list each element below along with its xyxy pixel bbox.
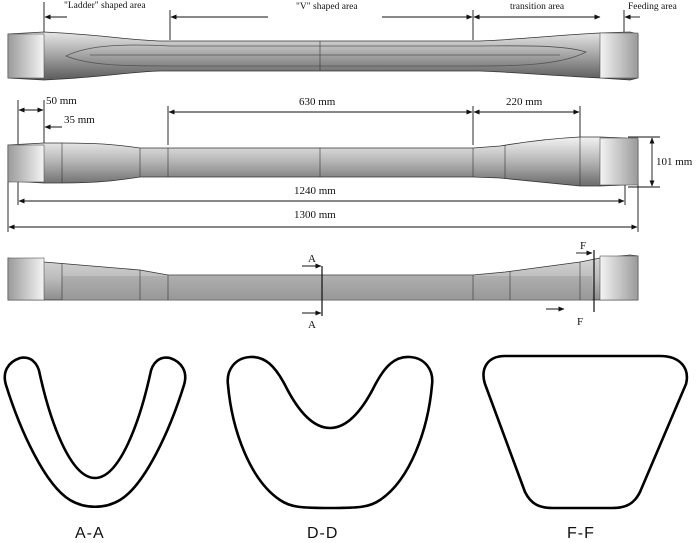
section-ff: F-F (482, 354, 689, 542)
front-left-end (7, 144, 45, 183)
cut-f-label-top: F (580, 240, 586, 252)
top-view: "Ladder" shaped area "V" shaped area tra… (7, 1, 678, 81)
section-dd: D-D (226, 355, 434, 542)
label-transition-area: transition area (510, 2, 565, 12)
dim-220-label: 220 mm (506, 96, 543, 108)
side-view: A A F F (7, 240, 639, 331)
top-tube-body (7, 31, 639, 81)
section-aa: A-A (3, 356, 187, 542)
front-view: 50 mm 35 mm 630 mm 220 mm 101 mm 1240 mm… (7, 95, 693, 232)
dim-101-label: 101 mm (656, 156, 693, 168)
section-ff-outer (482, 354, 689, 510)
top-right-end (599, 32, 639, 79)
dim-50-label: 50 mm (46, 95, 77, 107)
section-ff-label: F-F (567, 525, 595, 542)
section-dd-outer (226, 355, 434, 510)
top-v-groove (65, 44, 588, 67)
dim-1240-label: 1240 mm (294, 185, 336, 197)
section-aa-label: A-A (75, 525, 105, 542)
section-aa-outer (3, 356, 187, 509)
side-left-end (7, 257, 45, 301)
label-feeding-area: Feeding area (628, 2, 678, 12)
side-core (62, 276, 592, 300)
label-ladder-area: "Ladder" shaped area (64, 1, 146, 11)
label-v-area: "V" shaped area (296, 2, 358, 12)
dim-35-label: 35 mm (64, 114, 95, 126)
section-dd-label: D-D (307, 525, 338, 542)
cut-a-label-top: A (308, 253, 316, 265)
side-right-end (599, 255, 639, 301)
front-tube-body (7, 136, 639, 187)
cut-a-label-bottom: A (308, 319, 316, 331)
top-left-end (7, 33, 45, 79)
front-right-end (599, 137, 639, 186)
cut-f-label-bottom: F (577, 316, 583, 328)
dim-630-label: 630 mm (299, 96, 336, 108)
dim-1300-label: 1300 mm (294, 209, 336, 221)
